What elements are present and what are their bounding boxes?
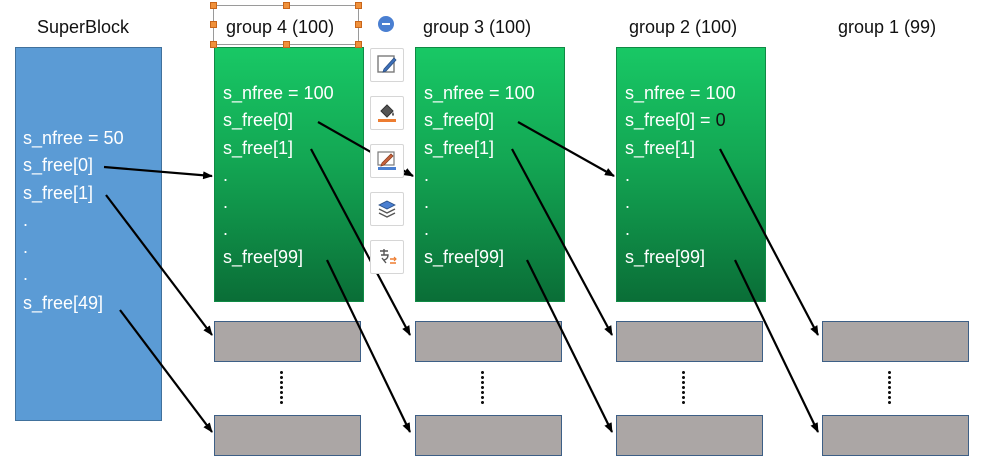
- group-2-free-1: s_free[1]: [625, 138, 696, 158]
- edit-shape-icon: [377, 55, 397, 73]
- group-4-free-99: s_free[99]: [223, 247, 304, 267]
- arrow-g2-free1-to-block: [719, 148, 819, 336]
- superblock-title: SuperBlock: [37, 17, 130, 37]
- resize-handle-bottom-right[interactable]: [355, 41, 362, 48]
- resize-handle-top-right[interactable]: [355, 2, 362, 9]
- resize-handle-bottom-left[interactable]: [210, 41, 217, 48]
- group-2-free-0: s_free[0] = 0: [625, 110, 726, 131]
- group-3-title: group 3 (100): [423, 17, 532, 37]
- group-2-free-0-terminator: 0: [715, 110, 726, 130]
- arrow-g3-free99-to-block: [526, 259, 613, 433]
- free-block-group-3-bottom: [415, 415, 562, 456]
- arrow-g4-free99-to-block: [326, 259, 411, 433]
- group-2-dot-1: .: [625, 165, 631, 185]
- outline-color-button[interactable]: [370, 144, 404, 178]
- free-block-group-4-bottom: [214, 415, 361, 456]
- group-4-nfree: s_nfree = 100: [223, 83, 334, 103]
- group-2-dot-2: .: [625, 192, 631, 212]
- layers-icon: [378, 200, 396, 218]
- edit-shape-button[interactable]: [370, 48, 404, 82]
- superblock-dot-1: .: [23, 210, 29, 230]
- superblock-free-0: s_free[0]: [23, 155, 94, 175]
- superblock-box: [15, 47, 162, 421]
- group-3-dot-1: .: [424, 165, 430, 185]
- resize-handle-top-left[interactable]: [210, 2, 217, 9]
- fill-bucket-icon: [378, 104, 396, 122]
- superblock-free-1: s_free[1]: [23, 183, 94, 203]
- group-4-box: [214, 47, 364, 302]
- group-2-free-99: s_free[99]: [625, 247, 706, 267]
- superblock-nfree: s_nfree = 50: [23, 128, 124, 148]
- group-3-nfree: s_nfree = 100: [424, 83, 535, 103]
- resize-handle-middle-right[interactable]: [355, 21, 362, 28]
- group-4-free-0: s_free[0]: [223, 110, 294, 130]
- arrow-sb-free0-to-group4: [103, 165, 213, 180]
- ellipsis-group-1: [888, 370, 891, 404]
- group-2-dot-3: .: [625, 219, 631, 239]
- group-2-nfree: s_nfree = 100: [625, 83, 736, 103]
- free-block-group-4-top: [214, 321, 361, 362]
- superblock-dot-2: .: [23, 237, 29, 257]
- group-1-title: group 1 (99): [838, 17, 937, 37]
- arrow-g3-free1-to-block: [511, 148, 613, 336]
- group-3-dot-3: .: [424, 219, 430, 239]
- group-2-box: [616, 47, 766, 302]
- resize-handle-top-middle[interactable]: [283, 2, 290, 9]
- arrange-button[interactable]: [370, 192, 404, 226]
- collapse-icon[interactable]: [378, 16, 394, 32]
- resize-handle-bottom-middle[interactable]: [283, 41, 290, 48]
- group-4-dot-1: .: [223, 165, 229, 185]
- group-2-free-0-label: s_free[0] =: [625, 110, 716, 130]
- group-3-box: [415, 47, 565, 302]
- ellipsis-group-3: [481, 370, 484, 404]
- free-block-group-2-bottom: [616, 415, 763, 456]
- arrow-g4-free1-to-block: [310, 148, 411, 336]
- group-4-dot-3: .: [223, 219, 229, 239]
- free-block-group-1-bottom: [822, 415, 969, 456]
- text-style-icon: [380, 249, 397, 264]
- group-4-free-1: s_free[1]: [223, 138, 294, 158]
- group-3-dot-2: .: [424, 192, 430, 212]
- fill-color-button[interactable]: [370, 96, 404, 130]
- group-3-free-1: s_free[1]: [424, 138, 495, 158]
- free-block-group-2-top: [616, 321, 763, 362]
- pen-outline-icon: [377, 151, 396, 170]
- group-4-title: group 4 (100): [226, 17, 335, 37]
- arrow-g3-free0-to-group2: [517, 121, 615, 177]
- group-2-title: group 2 (100): [629, 17, 738, 37]
- arrow-g2-free99-to-block: [734, 259, 819, 433]
- arrow-sb-free1-to-block: [105, 194, 213, 336]
- free-block-group-3-top: [415, 321, 562, 362]
- selection-frame[interactable]: [213, 5, 359, 45]
- free-block-group-1-top: [822, 321, 969, 362]
- resize-handle-middle-left[interactable]: [210, 21, 217, 28]
- arrow-sb-free49-to-block: [119, 309, 213, 433]
- ellipsis-group-2: [682, 370, 685, 404]
- superblock-free-49: s_free[49]: [23, 293, 104, 313]
- group-3-free-0: s_free[0]: [424, 110, 495, 130]
- group-3-free-99: s_free[99]: [424, 247, 505, 267]
- text-style-button[interactable]: [370, 240, 404, 274]
- group-4-dot-2: .: [223, 192, 229, 212]
- ellipsis-group-4: [280, 370, 283, 404]
- superblock-dot-3: .: [23, 264, 29, 284]
